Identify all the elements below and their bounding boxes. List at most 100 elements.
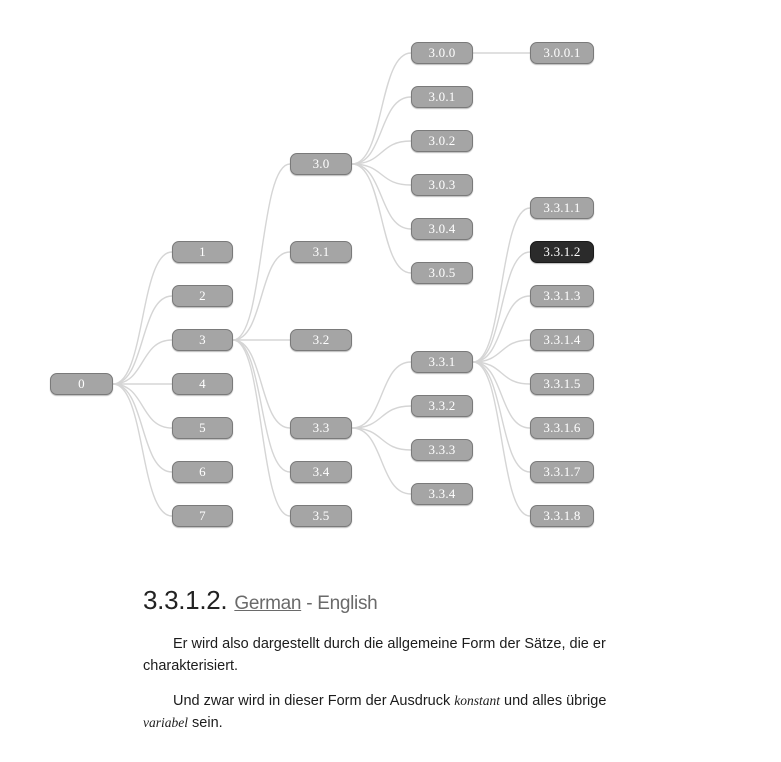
body-text: und alles übrige (500, 693, 607, 709)
tree-edge-0-to-6 (112, 383, 173, 473)
tree-edge-3.3.1-to-3.3.1.8 (472, 361, 531, 517)
emphasis-text: konstant (454, 693, 500, 708)
tree-node-label: 3.3 (312, 420, 330, 435)
tree-node-3.1[interactable]: 3.1 (290, 241, 352, 263)
tree-node-label: 3.3.1.2 (543, 244, 581, 259)
tree-node-label: 6 (199, 464, 206, 479)
tree-node-3.3.1.2[interactable]: 3.3.1.2 (530, 241, 594, 263)
tree-node-label: 3.3.1.4 (543, 332, 581, 347)
language-link-secondary[interactable]: English (317, 593, 378, 614)
tree-edge-3.0-to-3.0.0 (351, 52, 412, 165)
tree-edge-3.3.1-to-3.3.1.1 (472, 207, 531, 363)
tree-node-5[interactable]: 5 (172, 417, 233, 439)
tree-diagram: 0 1 2 3 4 5 6 7 3.0 3.1 3.2 3.3 3.4 3.5 3.0.0 3.0.1 3.0.… (50, 42, 594, 527)
tree-node-label: 3.3.3 (428, 442, 456, 457)
body-text: Und zwar wird in dieser Form der Ausdruc… (173, 693, 455, 709)
tree-edge-3.3-to-3.3.1 (351, 361, 412, 429)
tree-node-3.4[interactable]: 3.4 (290, 461, 352, 483)
tree-node-3[interactable]: 3 (172, 329, 233, 351)
tree-edge-3.3.1-to-3.3.1.5 (472, 361, 531, 385)
tree-node-3.2[interactable]: 3.2 (290, 329, 352, 351)
tree-node-label: 3.0.0 (428, 45, 456, 60)
tree-node-label: 3.4 (312, 464, 330, 479)
tree-node-4[interactable]: 4 (172, 373, 233, 395)
body-text: sein. (188, 715, 223, 731)
tree-node-label: 2 (199, 288, 206, 303)
tree-edge-0-to-3 (112, 339, 173, 385)
tree-edge-0-to-7 (112, 383, 173, 517)
tree-node-label: 3.2 (312, 332, 330, 347)
tree-node-3.0[interactable]: 3.0 (290, 153, 352, 175)
tree-node-3.0.2[interactable]: 3.0.2 (411, 130, 473, 152)
tree-node-7[interactable]: 7 (172, 505, 233, 527)
tree-node-label: 3.1 (312, 244, 330, 259)
tree-node-label: 3.3.1.1 (543, 200, 581, 215)
section-number: 3.3.1.2. (143, 585, 228, 615)
tree-node-label: 3.0.3 (428, 177, 456, 192)
tree-node-label: 3.5 (312, 508, 330, 523)
tree-edge-3.3.1-to-3.3.1.7 (472, 361, 531, 473)
article-body: Er wird also dargestellt durch die allge… (0, 620, 781, 734)
tree-node-label: 3 (199, 332, 206, 347)
tree-node-3.3.1.7[interactable]: 3.3.1.7 (530, 461, 594, 483)
tree-node-label: 7 (199, 508, 206, 523)
tree-node-label: 3.3.1.8 (543, 508, 581, 523)
tree-node-3.3.1.6[interactable]: 3.3.1.6 (530, 417, 594, 439)
tree-node-3.3.4[interactable]: 3.3.4 (411, 483, 473, 505)
tree-node-3.3.1.4[interactable]: 3.3.1.4 (530, 329, 594, 351)
tree-node-label: 3.0.4 (428, 221, 456, 236)
tree-edge-3.3.1-to-3.3.1.6 (472, 361, 531, 429)
tree-node-3.5[interactable]: 3.5 (290, 505, 352, 527)
tree-node-label: 3.3.1.5 (543, 376, 581, 391)
tree-edge-3-to-3.3 (232, 339, 291, 429)
tree-edge-3-to-3.4 (232, 339, 291, 473)
tree-node-3.0.3[interactable]: 3.0.3 (411, 174, 473, 196)
article-paragraph-1: Er wird also dargestellt durch die allge… (0, 620, 781, 677)
tree-node-3.0.0[interactable]: 3.0.0 (411, 42, 473, 64)
article-paragraph-2: Und zwar wird in dieser Form der Ausdruc… (0, 677, 781, 734)
tree-node-3.0.4[interactable]: 3.0.4 (411, 218, 473, 240)
tree-node-label: 3.3.1.3 (543, 288, 581, 303)
tree-node-3.3.1[interactable]: 3.3.1 (411, 351, 473, 373)
tree-node-3.3.1.5[interactable]: 3.3.1.5 (530, 373, 594, 395)
tree-edge-3.0-to-3.0.3 (351, 163, 412, 186)
tree-node-label: 3.3.1.6 (543, 420, 581, 435)
tree-node-3.3.1.8[interactable]: 3.3.1.8 (530, 505, 594, 527)
tree-node-label: 4 (199, 376, 206, 391)
tree-node-label: 3.0 (312, 156, 330, 171)
tree-edge-3.0-to-3.0.4 (351, 163, 412, 230)
tree-node-label: 0 (78, 376, 85, 391)
tree-node-3.3.2[interactable]: 3.3.2 (411, 395, 473, 417)
tree-node-label: 3.0.0.1 (543, 45, 581, 60)
tree-edge-3.3.1-to-3.3.1.3 (472, 295, 531, 363)
tree-edge-3.3-to-3.3.2 (351, 405, 412, 429)
tree-node-3.0.1[interactable]: 3.0.1 (411, 86, 473, 108)
tree-edges (112, 52, 531, 517)
tree-node-label: 1 (199, 244, 206, 259)
tree-edge-0-to-1 (112, 251, 173, 385)
tree-node-3.3.1.1[interactable]: 3.3.1.1 (530, 197, 594, 219)
tree-node-label: 3.3.4 (428, 486, 456, 501)
tree-edge-0-to-2 (112, 295, 173, 385)
tree-node-1[interactable]: 1 (172, 241, 233, 263)
tree-edge-3.0-to-3.0.2 (351, 140, 412, 165)
tree-node-3.0.0.1[interactable]: 3.0.0.1 (530, 42, 594, 64)
language-link-primary[interactable]: German (234, 593, 302, 614)
tree-node-3.0.5[interactable]: 3.0.5 (411, 262, 473, 284)
language-separator: - (306, 593, 313, 614)
tree-node-0[interactable]: 0 (50, 373, 113, 395)
tree-edge-3-to-3.0 (232, 163, 291, 341)
tree-node-label: 3.3.1 (428, 354, 456, 369)
tree-node-label: 3.0.1 (428, 89, 456, 104)
tree-node-label: 3.3.1.7 (543, 464, 581, 479)
tree-node-3.3.1.3[interactable]: 3.3.1.3 (530, 285, 594, 307)
tree-node-2[interactable]: 2 (172, 285, 233, 307)
tree-node-label: 3.0.5 (428, 265, 456, 280)
tree-node-3.3.3[interactable]: 3.3.3 (411, 439, 473, 461)
tree-edge-3-to-3.5 (232, 339, 291, 517)
tree-node-label: 3.3.2 (428, 398, 456, 413)
tree-edge-3.3.1-to-3.3.1.4 (472, 339, 531, 363)
tree-node-6[interactable]: 6 (172, 461, 233, 483)
article-panel: 3.3.1.2. German-English Er wird also darg… (0, 560, 781, 734)
tree-node-3.3[interactable]: 3.3 (290, 417, 352, 439)
